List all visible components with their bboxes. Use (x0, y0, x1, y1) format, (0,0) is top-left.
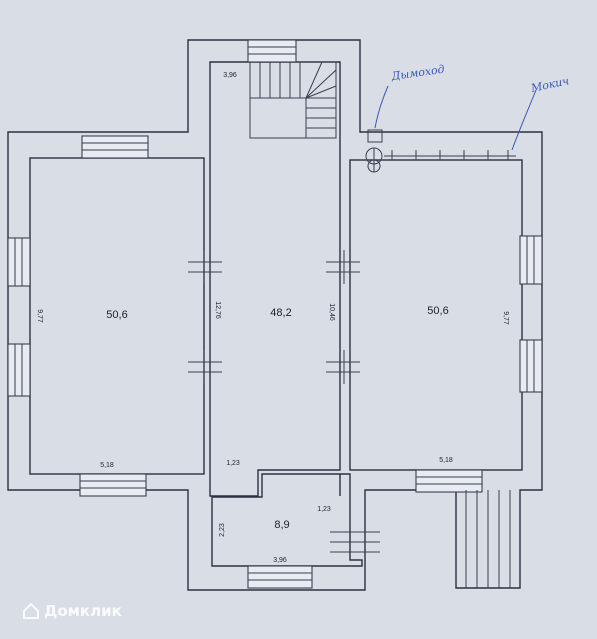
window-right-wall-1 (519, 235, 543, 285)
stair-winder (305, 85, 337, 99)
vestibule-side: 1,23 (317, 506, 331, 513)
window-vestibule-bottom (247, 565, 313, 589)
center-length-right: 10,46 (328, 303, 335, 321)
door-right-upper (326, 250, 360, 284)
center-hall-inner (209, 61, 341, 497)
center-lower-width: 1,23 (226, 460, 240, 467)
center-top-width: 3,96 (223, 72, 237, 79)
vent-annotation: Мокич (529, 74, 570, 95)
vent-arrow (511, 89, 537, 151)
vent-ticks (384, 150, 516, 160)
window-right-wall-2 (519, 339, 543, 393)
right-room-area: 50,6 (427, 305, 448, 317)
door-right-lower (326, 350, 360, 384)
stair-winder (305, 69, 337, 99)
porch-steps (465, 490, 511, 588)
stair-outline (249, 61, 337, 139)
watermark-text: Домклик (44, 602, 122, 620)
doors (188, 250, 380, 553)
window-right-bottom (415, 469, 483, 493)
window-top-stair (247, 39, 297, 63)
door-left-lower (188, 350, 222, 384)
window-left-wall-2 (7, 343, 31, 397)
watermark: Домклик (22, 602, 122, 620)
window-left-bottom (79, 473, 147, 497)
chimney-annotation: Дымоход (390, 63, 446, 83)
vestibule-width: 3,96 (273, 557, 287, 564)
chimney-symbol (365, 129, 383, 173)
vestibule-height: 2,23 (219, 523, 226, 537)
left-room-width: 5,18 (100, 462, 114, 469)
outer-walls (7, 39, 543, 591)
window-left-top (81, 135, 149, 159)
window-left-wall-1 (7, 237, 31, 287)
door-left-upper (188, 250, 222, 284)
vestibule-area: 8,9 (274, 519, 289, 531)
center-hall-area: 48,2 (270, 307, 291, 319)
staircase (249, 61, 337, 139)
chimney-arrow (374, 85, 389, 129)
windows (7, 39, 543, 589)
center-length-left: 12,76 (214, 301, 221, 319)
right-room-length: 9,77 (502, 311, 509, 325)
stair-winder (305, 61, 323, 99)
left-room-area: 50,6 (106, 309, 127, 321)
right-room-width: 5,18 (439, 457, 453, 464)
left-room-length: 9,77 (36, 309, 43, 323)
outer-wall-outline (7, 39, 543, 591)
house-logo-icon (23, 602, 39, 619)
door-vestibule-exit (330, 531, 380, 553)
